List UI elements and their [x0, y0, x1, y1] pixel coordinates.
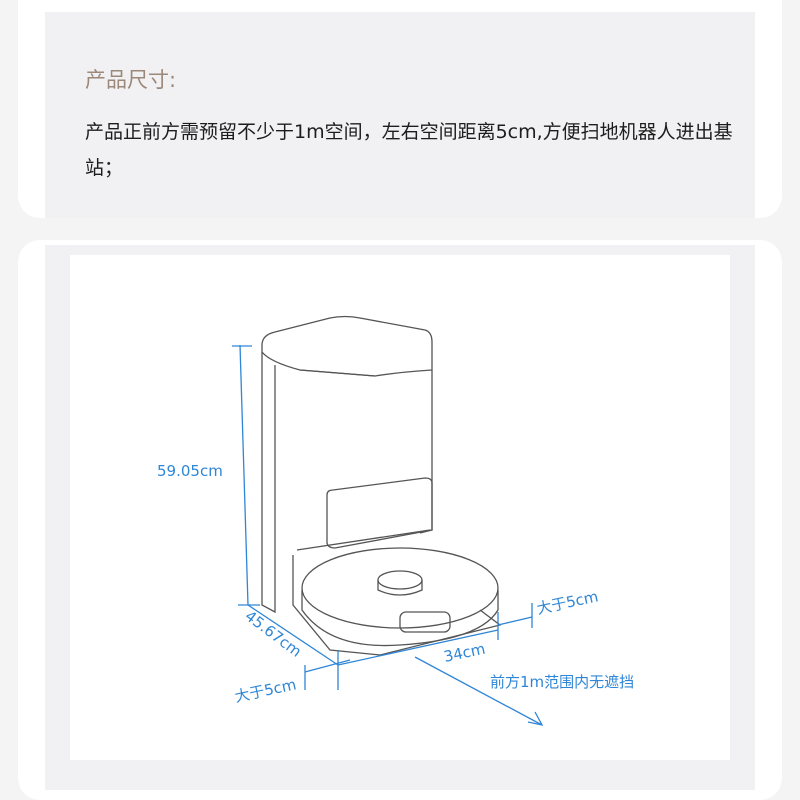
left-clearance-line — [304, 659, 351, 673]
depth-dimension-line — [247, 604, 339, 666]
right-clearance-line — [497, 616, 533, 626]
left-clearance-label: 大于5cm — [233, 675, 298, 706]
height-label: 59.05cm — [157, 462, 223, 480]
depth-label: 45.67cm — [242, 607, 305, 661]
width-dimension-line — [337, 629, 499, 666]
right-clearance-label: 大于5cm — [535, 587, 600, 618]
diagram-area — [70, 255, 730, 760]
width-label: 34cm — [442, 640, 487, 666]
front-clearance-label: 前方1m范围内无遮挡 — [490, 673, 634, 691]
section-title: 产品尺寸: — [85, 68, 177, 92]
base-station-illustration — [261, 315, 502, 656]
section-description: 产品正前方需预留不少于1m空间，左右空间距离5cm,方便扫地机器人进出基站； — [85, 121, 733, 179]
front-clearance-arrow — [414, 656, 543, 726]
height-dimension-line — [239, 344, 249, 606]
info-panel — [45, 12, 755, 218]
dimension-lines — [232, 344, 544, 726]
